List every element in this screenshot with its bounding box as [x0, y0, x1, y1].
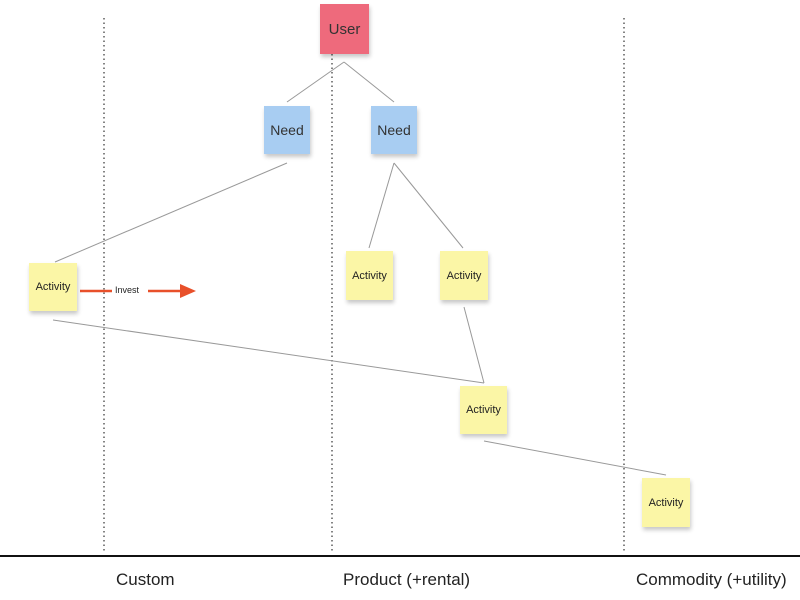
- link-user-need-left: [286, 61, 345, 103]
- link-activity-custom-activity-3: [52, 319, 485, 384]
- activity-node-commodity-label: Activity: [648, 496, 684, 509]
- need-node-left-label: Need: [270, 122, 304, 138]
- stage-label-product: Product (+rental): [343, 570, 471, 589]
- activity-node-custom-label: Activity: [35, 281, 71, 293]
- link-user-need-right: [343, 61, 395, 103]
- need-node-right-label: Need: [377, 122, 411, 138]
- user-node-label: User: [328, 20, 361, 38]
- link-need-right-activity-2: [393, 162, 464, 249]
- activity-node-custom[interactable]: Activity: [29, 263, 77, 311]
- activity-node-product-3[interactable]: Activity: [460, 386, 507, 434]
- activity-node-commodity[interactable]: Activity: [642, 478, 690, 527]
- activity-node-product-3-label: Activity: [466, 404, 501, 416]
- activity-node-product-1[interactable]: Activity: [346, 251, 393, 300]
- dependency-links: [52, 61, 667, 476]
- invest-label: Invest: [115, 285, 140, 295]
- link-need-left-activity-custom: [54, 162, 288, 263]
- user-node[interactable]: User: [320, 4, 369, 54]
- stage-label-commodity: Commodity (+utility): [636, 570, 787, 589]
- link-activity-3-activity-commodity: [483, 440, 667, 476]
- need-node-left[interactable]: Need: [264, 106, 310, 154]
- activity-node-product-2[interactable]: Activity: [440, 251, 488, 300]
- activity-node-product-1-label: Activity: [352, 269, 387, 282]
- stage-label-custom: Custom: [116, 570, 175, 589]
- link-need-right-activity-1: [368, 162, 395, 249]
- invest-arrow: [80, 284, 196, 298]
- link-activity-2-activity-3: [463, 306, 485, 384]
- need-node-right[interactable]: Need: [371, 106, 417, 154]
- activity-node-product-2-label: Activity: [446, 269, 482, 282]
